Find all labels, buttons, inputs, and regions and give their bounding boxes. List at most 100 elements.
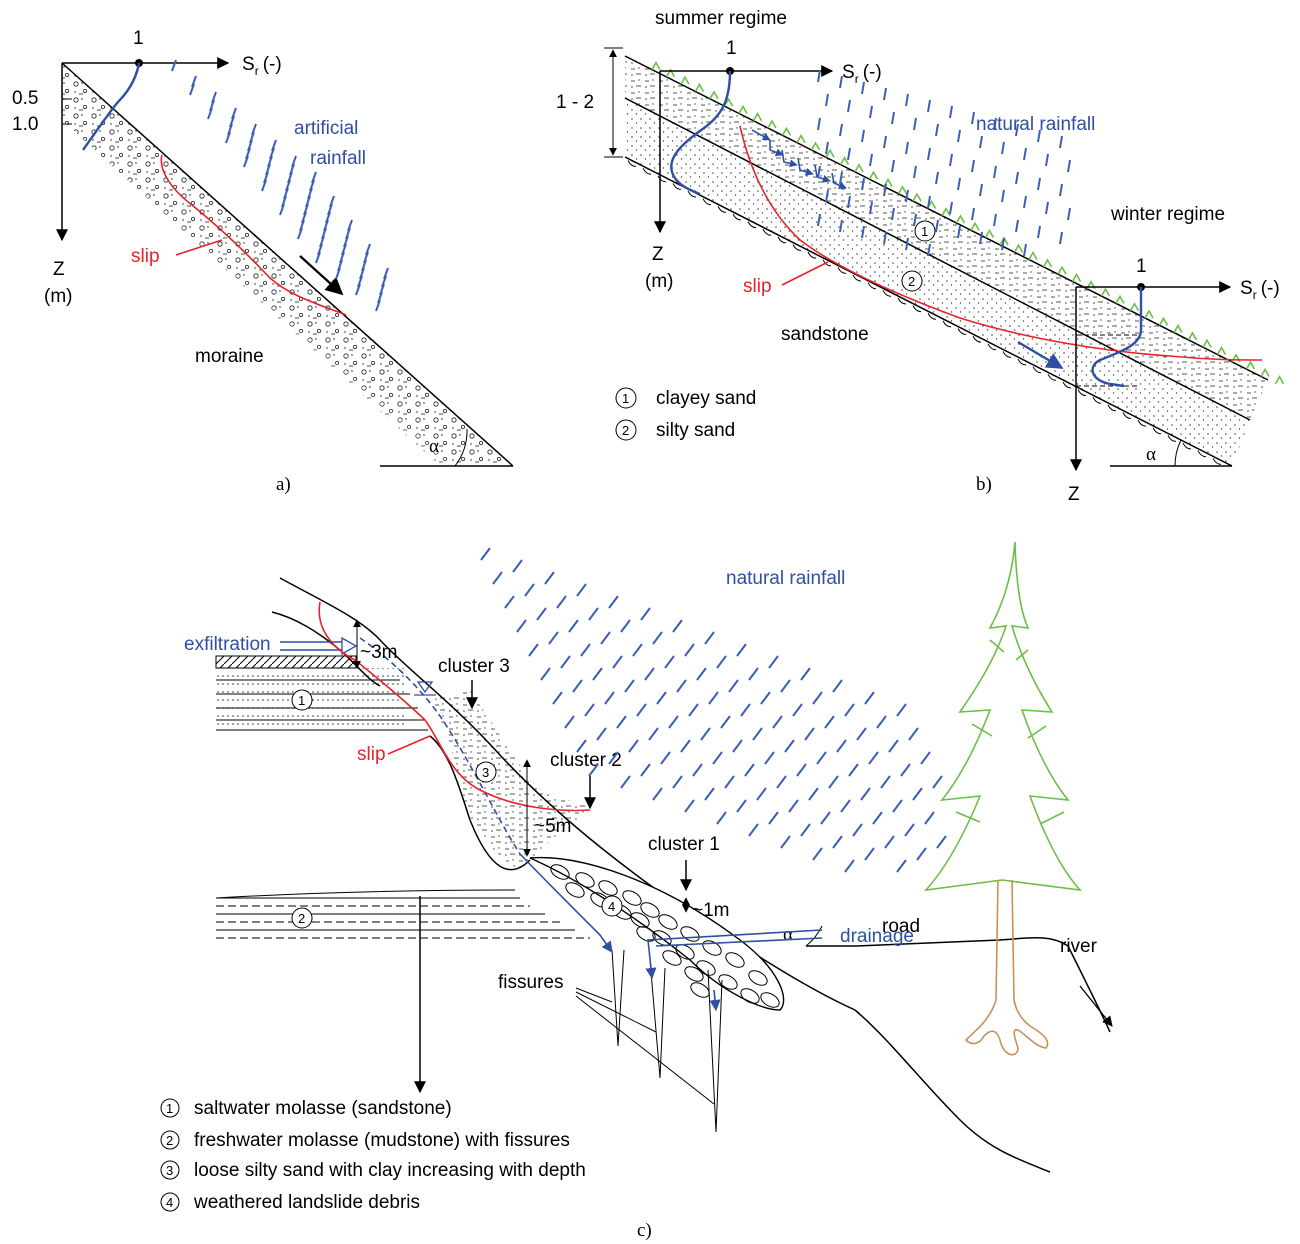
rain-dash [1045,153,1049,167]
rain-dash [812,847,823,861]
rain-dash [516,619,527,633]
rain-dash [832,835,843,849]
grass-tuft [999,236,1009,246]
rain-dash [680,739,691,753]
grass-tuft [984,229,995,239]
fissures [611,949,723,1133]
svg-text:3: 3 [166,1163,173,1178]
rain-dash [596,727,607,741]
bedrock-tick [987,343,997,351]
rain-dash [1059,231,1063,245]
rain-dash [528,643,539,657]
rain-dash [1015,219,1019,233]
grass-tuft [839,155,850,165]
rain-dash [869,153,873,167]
rain-dash [808,787,819,801]
rain-dash [861,81,865,95]
debris-block [696,960,716,976]
rain-dash [1059,183,1063,197]
debris-block [760,992,780,1008]
rain-dash [804,727,815,741]
rain-dash [335,267,341,280]
rain-dash [971,159,975,173]
rain-dash [780,679,791,693]
rain-dash [825,189,829,203]
bedrock-tick [1092,397,1102,404]
rain-dash [957,129,961,143]
rain-dash [916,847,927,861]
bedrock-tick [1002,351,1012,358]
rain-label-b: natural rainfall [976,114,1095,135]
bedrock-tick [1107,404,1117,412]
rain-dash [1037,225,1041,239]
bedrock-tick [912,305,922,313]
rain-dash [880,775,891,789]
grass-tuft [1245,360,1256,370]
grass-tuft [868,170,879,180]
rain-dash [552,691,563,705]
rain-dash [884,835,895,849]
grass-tuft [1115,294,1125,304]
rain-dash [800,667,811,681]
grass-tuft [897,185,908,195]
grass-tuft [1057,265,1067,275]
rain-dash [905,189,909,203]
legend-c-item-4: weathered landslide debris [193,1192,420,1213]
slip-surface-b [739,125,1263,361]
rain-dash [512,559,523,573]
legend-b: 1 clayey sand 2 silty sand [615,387,756,441]
lateral-flow-arrow [1017,340,1064,370]
bedrock-tick [687,190,697,198]
slip-surface-a [160,154,347,316]
bedrock-tick [1152,427,1162,435]
grass-tuft [1274,375,1285,385]
rain-dash [876,715,887,729]
rain-dash [608,595,619,609]
debris-block [640,902,660,918]
rain-dash [817,165,821,179]
grass-tuft [665,68,676,78]
rain-dash [644,667,655,681]
rain-dash [716,811,727,825]
rain-dash [949,153,953,167]
bedrock-tick [822,259,832,267]
bedrock-tick [672,183,682,190]
angle-label-c: α [783,924,793,945]
layer-1-marker [914,220,936,242]
rain-dash [839,75,843,89]
rain-dash [756,787,767,801]
rain-dash [993,117,997,131]
rain-dash [891,159,895,173]
rain-dash [536,607,547,621]
rain-dash [812,691,823,705]
rain-dash [279,203,285,216]
depth-1m: ~1m [692,900,730,921]
svg-text:1: 1 [166,1101,173,1116]
rain-dash [780,835,791,849]
rain-dash [796,763,807,777]
drainage-pipe [645,929,823,980]
rain-dash [912,787,923,801]
rain-dash [979,231,983,245]
debris-block [662,950,682,966]
rain-dash [861,225,865,239]
rain-dash [949,201,953,215]
summer-profile [670,70,732,196]
rain-dash [927,195,931,209]
rain-dash [768,811,779,825]
bedrock-tick [642,167,652,175]
clayey-sand-layer [625,56,1268,420]
mudstone-layer: 2 [215,889,590,1094]
bedrock-tick [807,251,817,259]
rain-dash [927,147,931,161]
grass-tuft [1028,250,1038,260]
rain-dash [572,679,583,693]
grass-tuft [752,112,763,122]
hatched-top [215,655,357,669]
rain-dash [660,751,671,765]
rain-dash [632,643,643,657]
svg-text:4: 4 [608,899,615,914]
rain-dash [957,177,961,191]
bedrock-tick [1032,366,1042,374]
rain-dash [704,631,715,645]
